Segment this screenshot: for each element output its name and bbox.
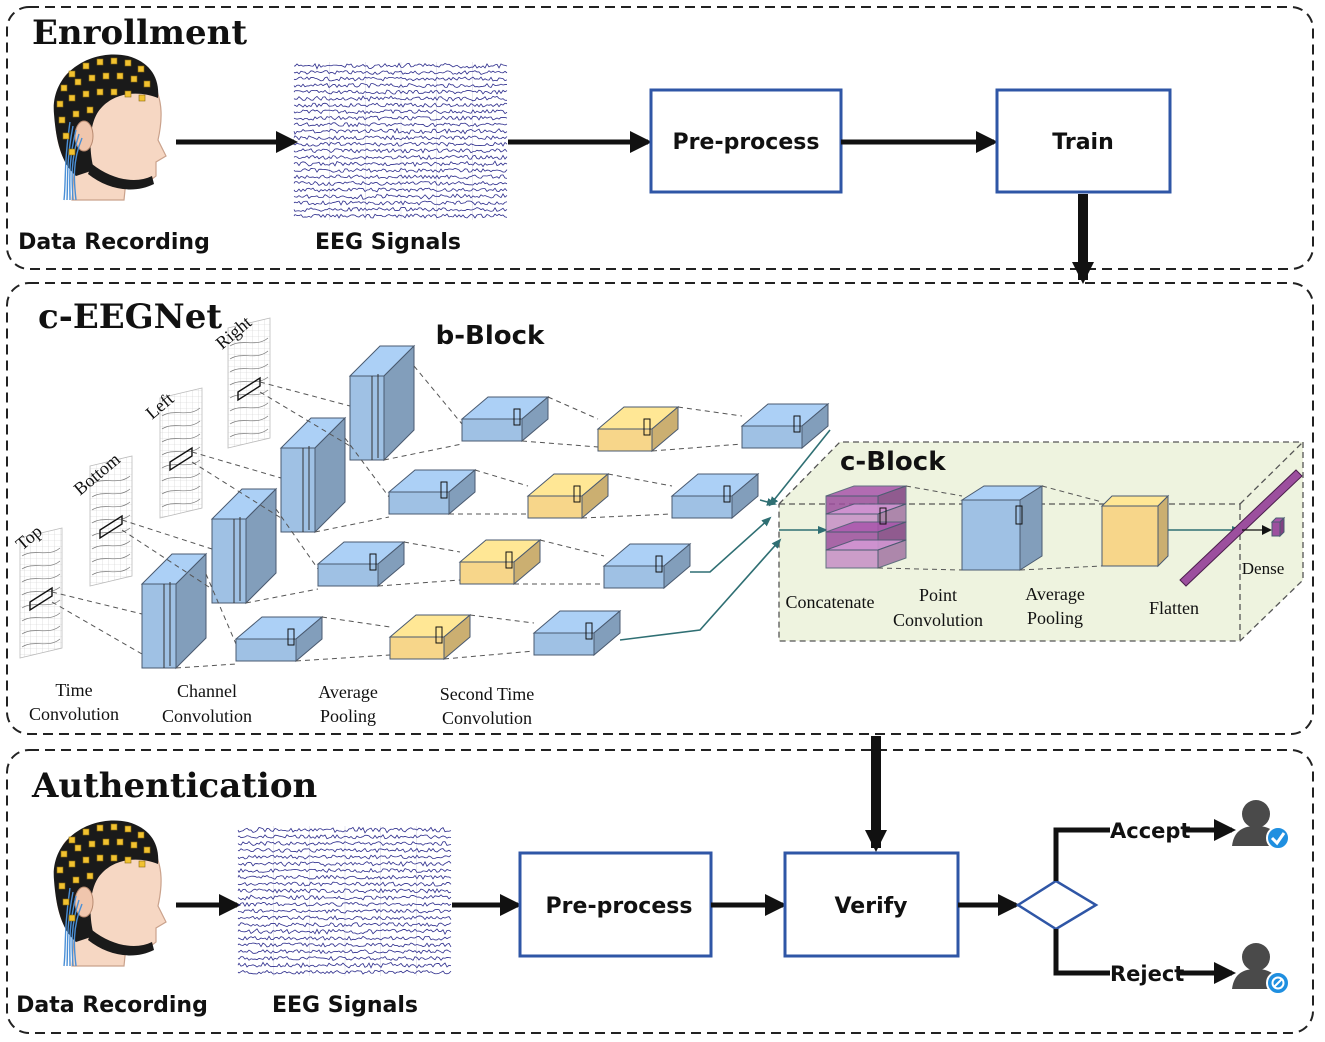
stage-time-conv-line1: Time — [55, 680, 92, 700]
stage-second-time-conv-line1: Second Time — [440, 684, 535, 704]
network-title: c-EEGNet — [38, 297, 222, 337]
decision-diamond — [1015, 879, 1099, 931]
eeg-cap-head-icon — [53, 54, 167, 201]
b-block-label: b-Block — [436, 321, 545, 351]
point-conv-line2: Convolution — [893, 610, 983, 630]
concatenate-block — [825, 485, 907, 569]
stage-channel-conv-line2: Convolution — [162, 706, 252, 726]
concat-slice-4 — [825, 539, 907, 569]
enrollment-frame — [6, 6, 1314, 270]
channel-conv-block-top — [234, 615, 324, 663]
eeg-signals-plot — [237, 826, 452, 976]
accept-branch-line — [1053, 827, 1110, 881]
network-layers — [19, 317, 1303, 670]
authentication-title: Authentication — [31, 766, 317, 806]
c-avg-pool-line1: Average — [1025, 584, 1085, 604]
stage-avg-pool-line2: Pooling — [320, 706, 376, 726]
point-conv-block — [960, 485, 1044, 571]
auth-recording-label: Data Recording — [16, 993, 208, 1018]
eeg-signals-plot — [293, 62, 508, 220]
second-conv-block-left — [670, 472, 760, 520]
stage-channel-conv-line1: Channel — [177, 681, 237, 701]
verify-label: Verify — [834, 894, 907, 919]
avg-pool-block-left — [526, 472, 610, 520]
second-conv-block-right — [740, 402, 830, 450]
input-panel-bottom — [89, 455, 133, 587]
avg-pool-block-bottom — [458, 538, 542, 586]
enrollment-title: Enrollment — [32, 13, 247, 53]
channel-conv-block-left — [387, 468, 477, 516]
network-frame — [6, 282, 1314, 735]
train-label: Train — [1052, 130, 1114, 155]
dense-label: Dense — [1242, 559, 1284, 578]
flatten-bar — [1179, 469, 1303, 587]
second-conv-block-top — [532, 609, 622, 657]
time-conv-block-bottom — [210, 487, 278, 605]
avg-pool-block-top — [388, 613, 472, 661]
avg-pool-block-right — [596, 405, 680, 453]
reject-label: Reject — [1110, 962, 1184, 986]
authentication-frame — [6, 749, 1314, 1034]
time-conv-block-top — [140, 552, 208, 670]
channel-conv-block-right — [460, 395, 550, 443]
stage-avg-pool-line1: Average — [318, 682, 378, 702]
time-conv-block-left — [279, 416, 347, 534]
verify-box — [783, 851, 960, 958]
enroll-preprocess-label: Pre-process — [673, 130, 820, 155]
auth-preprocess-box — [518, 851, 713, 958]
channel-conv-block-bottom — [316, 540, 406, 588]
auth-preprocess-label: Pre-process — [546, 894, 693, 919]
input-panel-left — [159, 387, 203, 519]
eeg-cap-head-icon — [53, 820, 167, 967]
train-box — [995, 88, 1172, 194]
time-conv-block-right — [348, 344, 416, 462]
dense-node — [1270, 516, 1286, 538]
c-avg-pool-line2: Pooling — [1027, 608, 1083, 628]
enroll-recording-label: Data Recording — [18, 230, 210, 255]
accept-label: Accept — [1110, 819, 1190, 843]
c-avg-pool-block — [1100, 494, 1170, 568]
input-panel-right — [227, 317, 271, 449]
auth-signals-label: EEG Signals — [272, 993, 418, 1018]
second-conv-block-bottom — [602, 542, 692, 590]
stage-time-conv-line2: Convolution — [29, 704, 119, 724]
user-rejected-icon — [1232, 943, 1290, 995]
c-block-label: c-Block — [840, 447, 946, 477]
enroll-signals-label: EEG Signals — [315, 230, 461, 255]
point-conv-line1: Point — [919, 585, 957, 605]
flatten-label: Flatten — [1149, 598, 1199, 618]
concatenate-label: Concatenate — [786, 592, 875, 612]
user-accepted-icon — [1232, 800, 1290, 850]
stage-second-time-conv-line2: Convolution — [442, 708, 532, 728]
reject-branch-line — [1053, 929, 1110, 976]
input-panel-top — [19, 527, 63, 659]
